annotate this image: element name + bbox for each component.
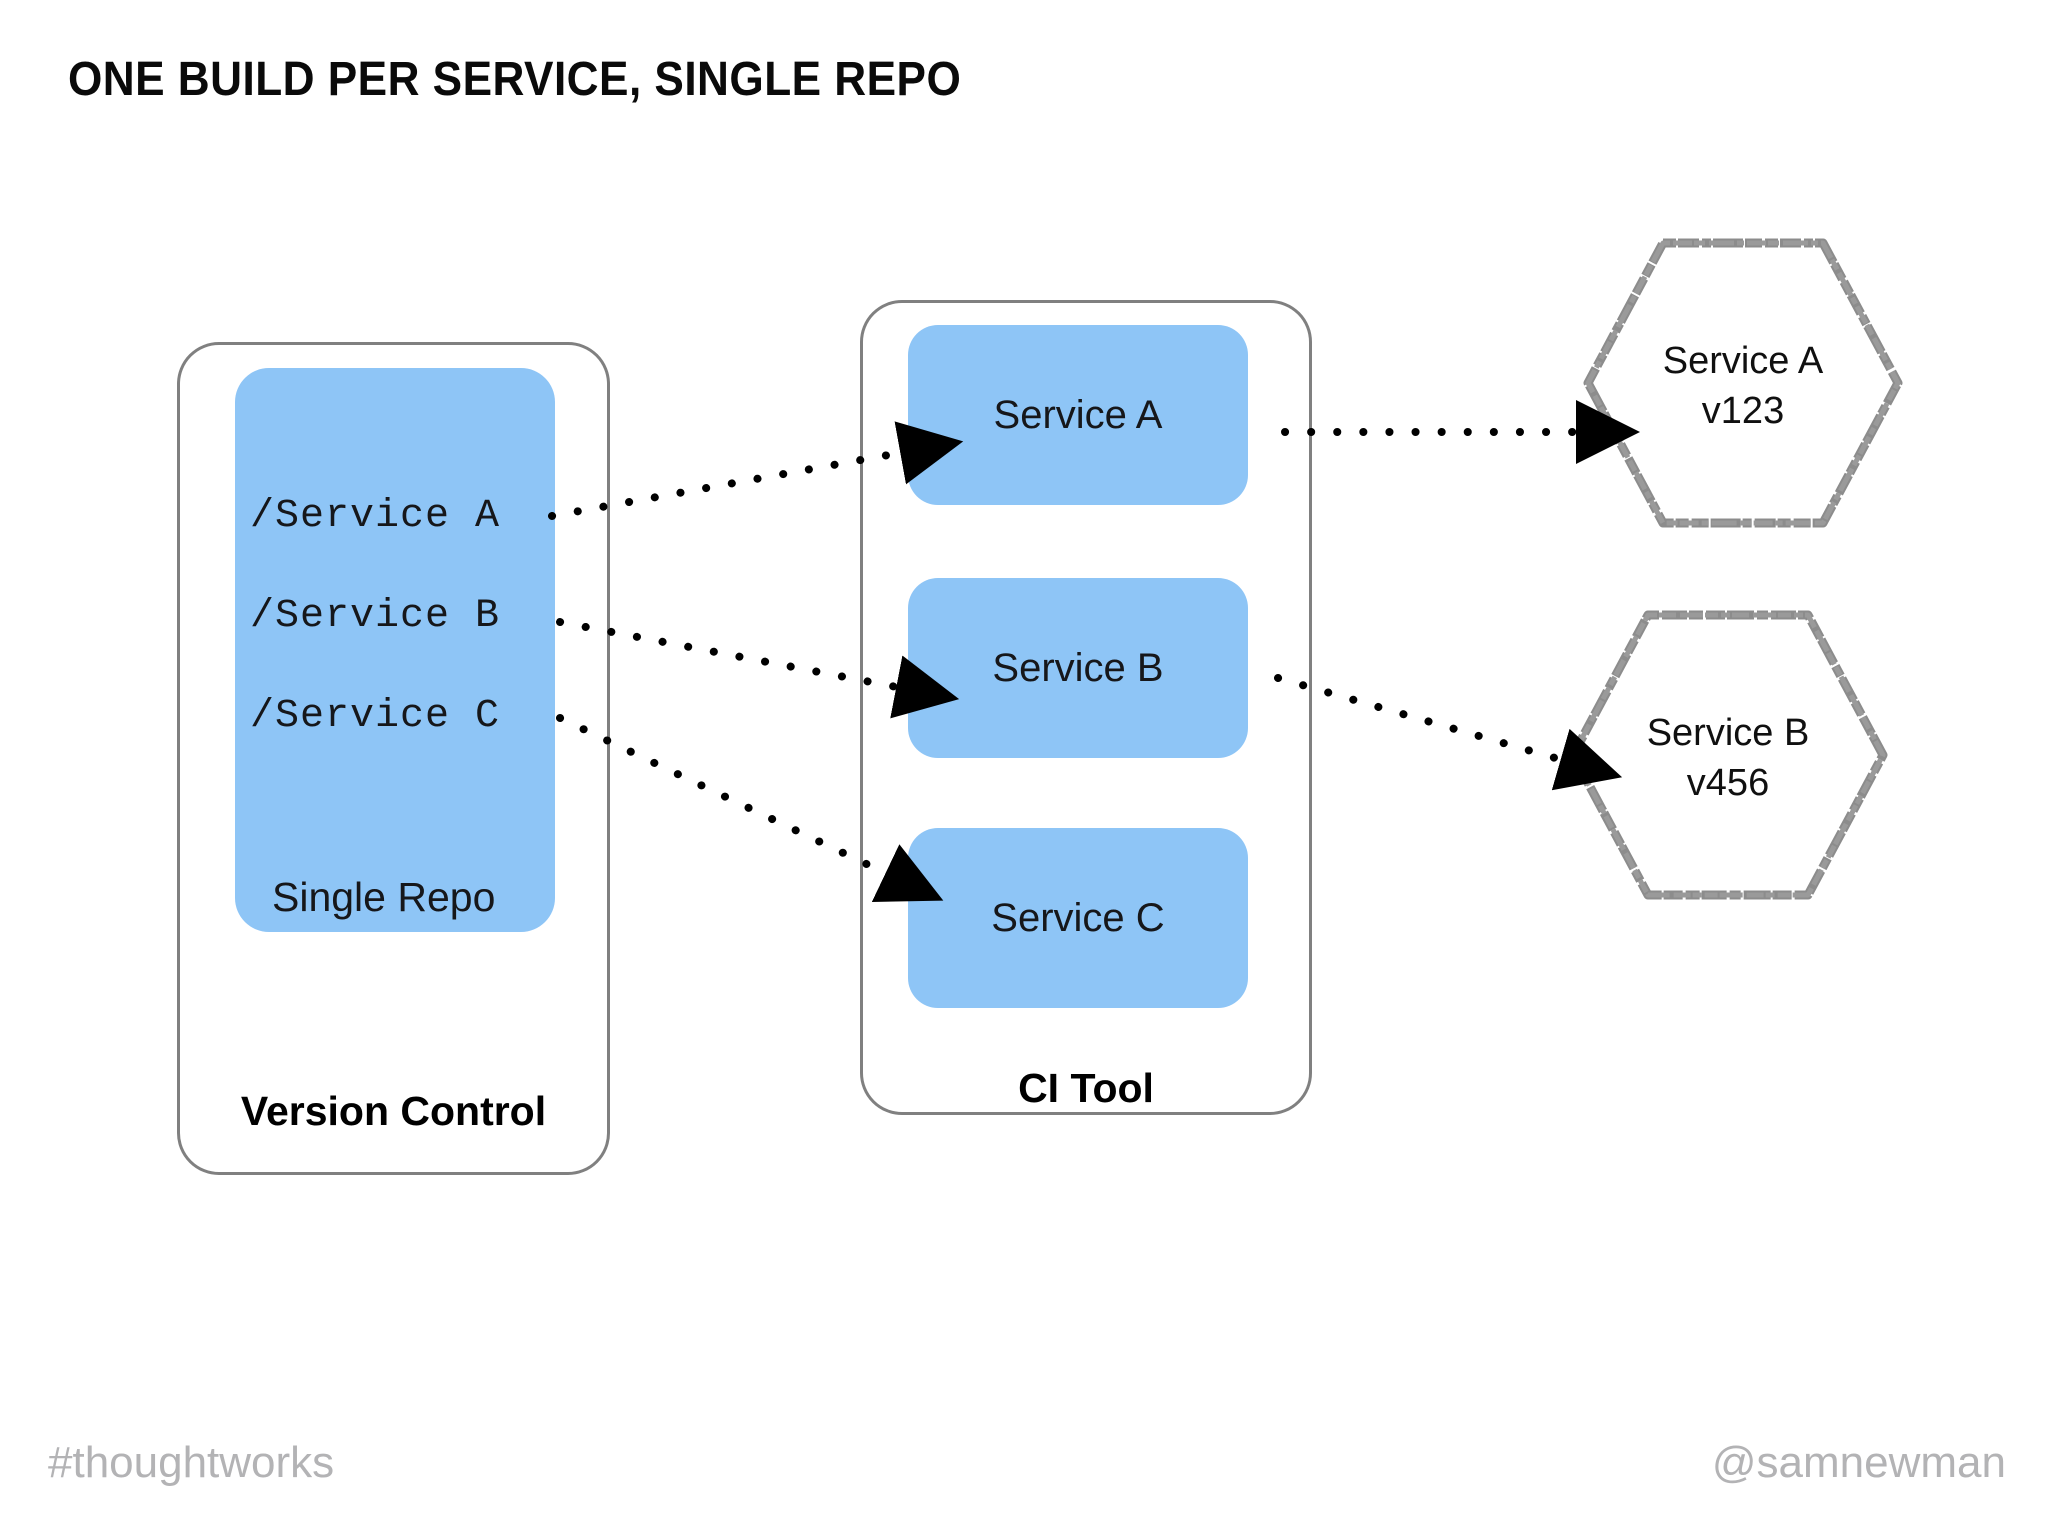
single-repo-panel[interactable] — [235, 368, 555, 932]
artifact-service-b-hexagon[interactable]: Service B v456 — [1568, 610, 1888, 900]
repo-entry-service-a[interactable]: /Service A — [250, 494, 501, 539]
ci-build-service-b-label: Service B — [992, 645, 1164, 690]
ci-build-service-a-label: Service A — [993, 392, 1163, 437]
page-title: ONE BUILD PER SERVICE, SINGLE REPO — [68, 53, 962, 106]
footer-hashtag: #thoughtworks — [48, 1438, 335, 1487]
connector-build-b-to-artifact-b — [1274, 674, 1623, 791]
ci-build-service-c-label: Service C — [991, 895, 1165, 940]
repo-entry-service-b[interactable]: /Service B — [250, 594, 501, 639]
artifact-service-a-hexagon[interactable]: Service A v123 — [1583, 238, 1903, 528]
ci-build-service-a[interactable]: Service A — [908, 325, 1248, 505]
repo-entry-service-c[interactable]: /Service C — [250, 694, 501, 739]
ci-build-service-c[interactable]: Service C — [908, 828, 1248, 1008]
footer-handle: @samnewman — [1711, 1438, 2006, 1487]
ci-build-service-b[interactable]: Service B — [908, 578, 1248, 758]
ci-tool-label: CI Tool — [1018, 1065, 1154, 1111]
connector-repo-c-to-build-c — [556, 714, 944, 903]
single-repo-caption: Single Repo — [272, 874, 496, 920]
version-control-label: Version Control — [240, 1088, 547, 1134]
